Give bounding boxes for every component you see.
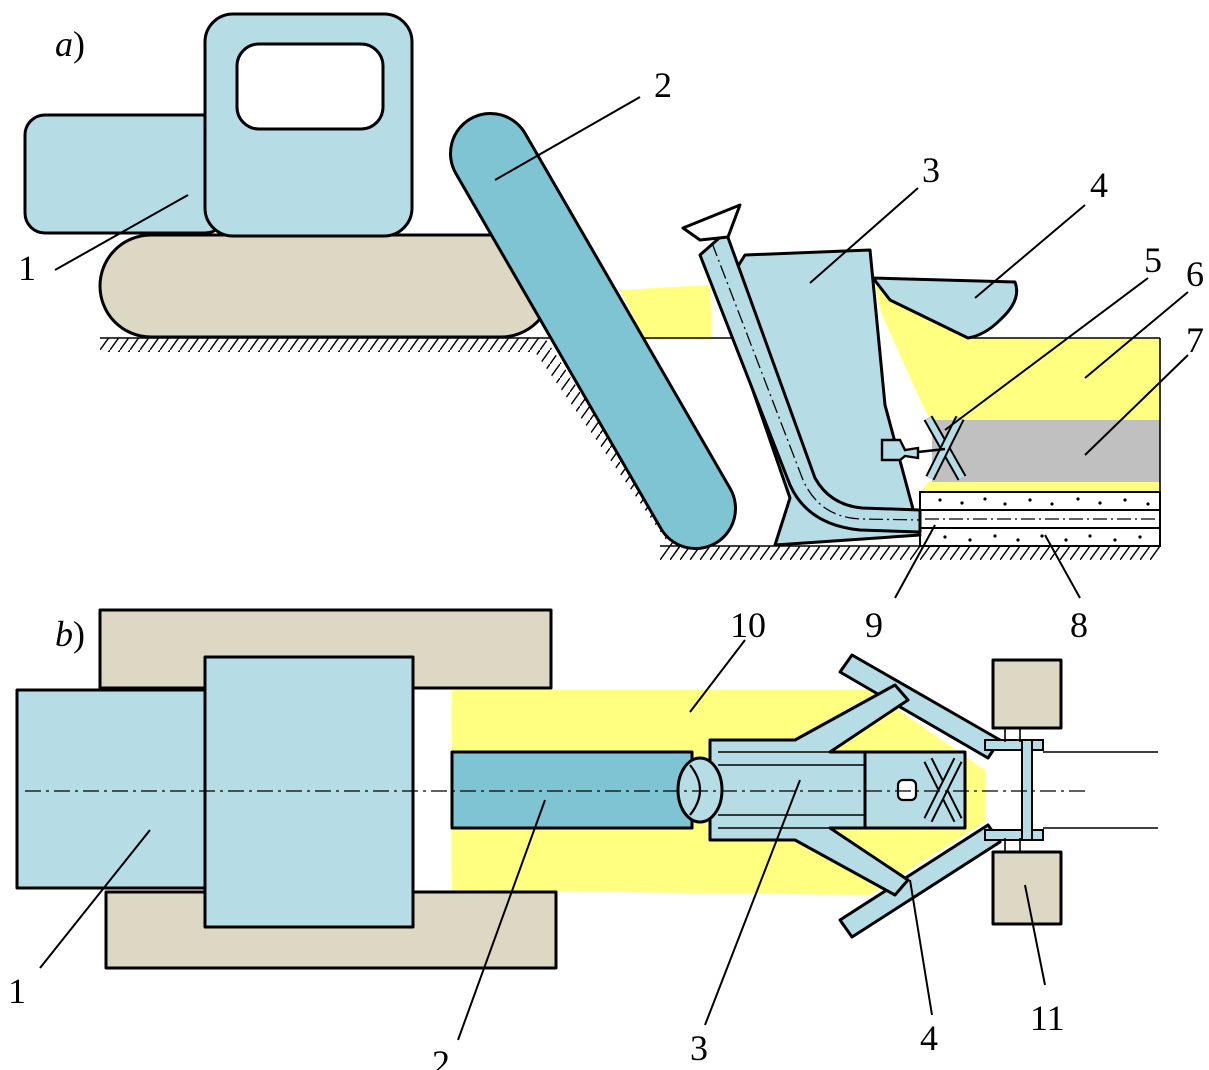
leaders-a [54, 96, 1189, 599]
callout-a-3: 3 [922, 150, 940, 190]
ground-hatching-a [100, 338, 1160, 560]
callout-b-4: 4 [920, 1018, 938, 1058]
rear-wheels-11 [984, 658, 1063, 926]
view-a-letter: a [55, 24, 73, 64]
callout-b-10: 10 [730, 605, 766, 645]
filter-layer-8 [919, 491, 1161, 547]
callout-b-11: 11 [1030, 998, 1065, 1038]
callout-a-9: 9 [865, 605, 883, 645]
callout-a-1: 1 [18, 248, 36, 288]
pipe-head-circle [676, 756, 724, 824]
callout-a-2: 2 [654, 65, 672, 105]
gravel-layer-7 [932, 420, 1160, 482]
soil-band-yellow [920, 480, 1160, 492]
callout-b-2: 2 [432, 1043, 450, 1070]
callout-b-3: 3 [690, 1028, 708, 1068]
view-b-paren: ) [73, 614, 85, 654]
callout-a-7: 7 [1186, 320, 1204, 360]
engine-body-b [15, 688, 219, 890]
callout-b-1: 1 [8, 971, 26, 1011]
engine-body-a [23, 113, 227, 235]
boom-a [449, 111, 737, 551]
track-a [98, 233, 554, 339]
leaders-b [39, 639, 1046, 1041]
distributor-b [896, 757, 963, 823]
distributor-5 [880, 415, 967, 481]
view-a: a ) 1 2 3 4 5 6 7 9 8 [18, 12, 1204, 645]
trench-edges-b [1043, 751, 1158, 829]
callout-a-8: 8 [1070, 605, 1088, 645]
view-b-letter: b [55, 614, 73, 654]
view-a-paren: ) [73, 24, 85, 64]
soil-fill-a [620, 285, 712, 340]
wings-4 [708, 653, 1002, 939]
callout-a-6: 6 [1186, 254, 1204, 294]
boom-b [450, 750, 694, 830]
cab-b [203, 655, 415, 929]
soil-layer-6 [875, 283, 1160, 420]
view-b: b ) 1 2 3 4 10 11 [8, 605, 1158, 1070]
callout-a-4: 4 [1090, 165, 1108, 205]
callout-a-5: 5 [1144, 240, 1162, 280]
cab-window-a [235, 42, 385, 131]
pipe-guide-tube [681, 203, 922, 534]
